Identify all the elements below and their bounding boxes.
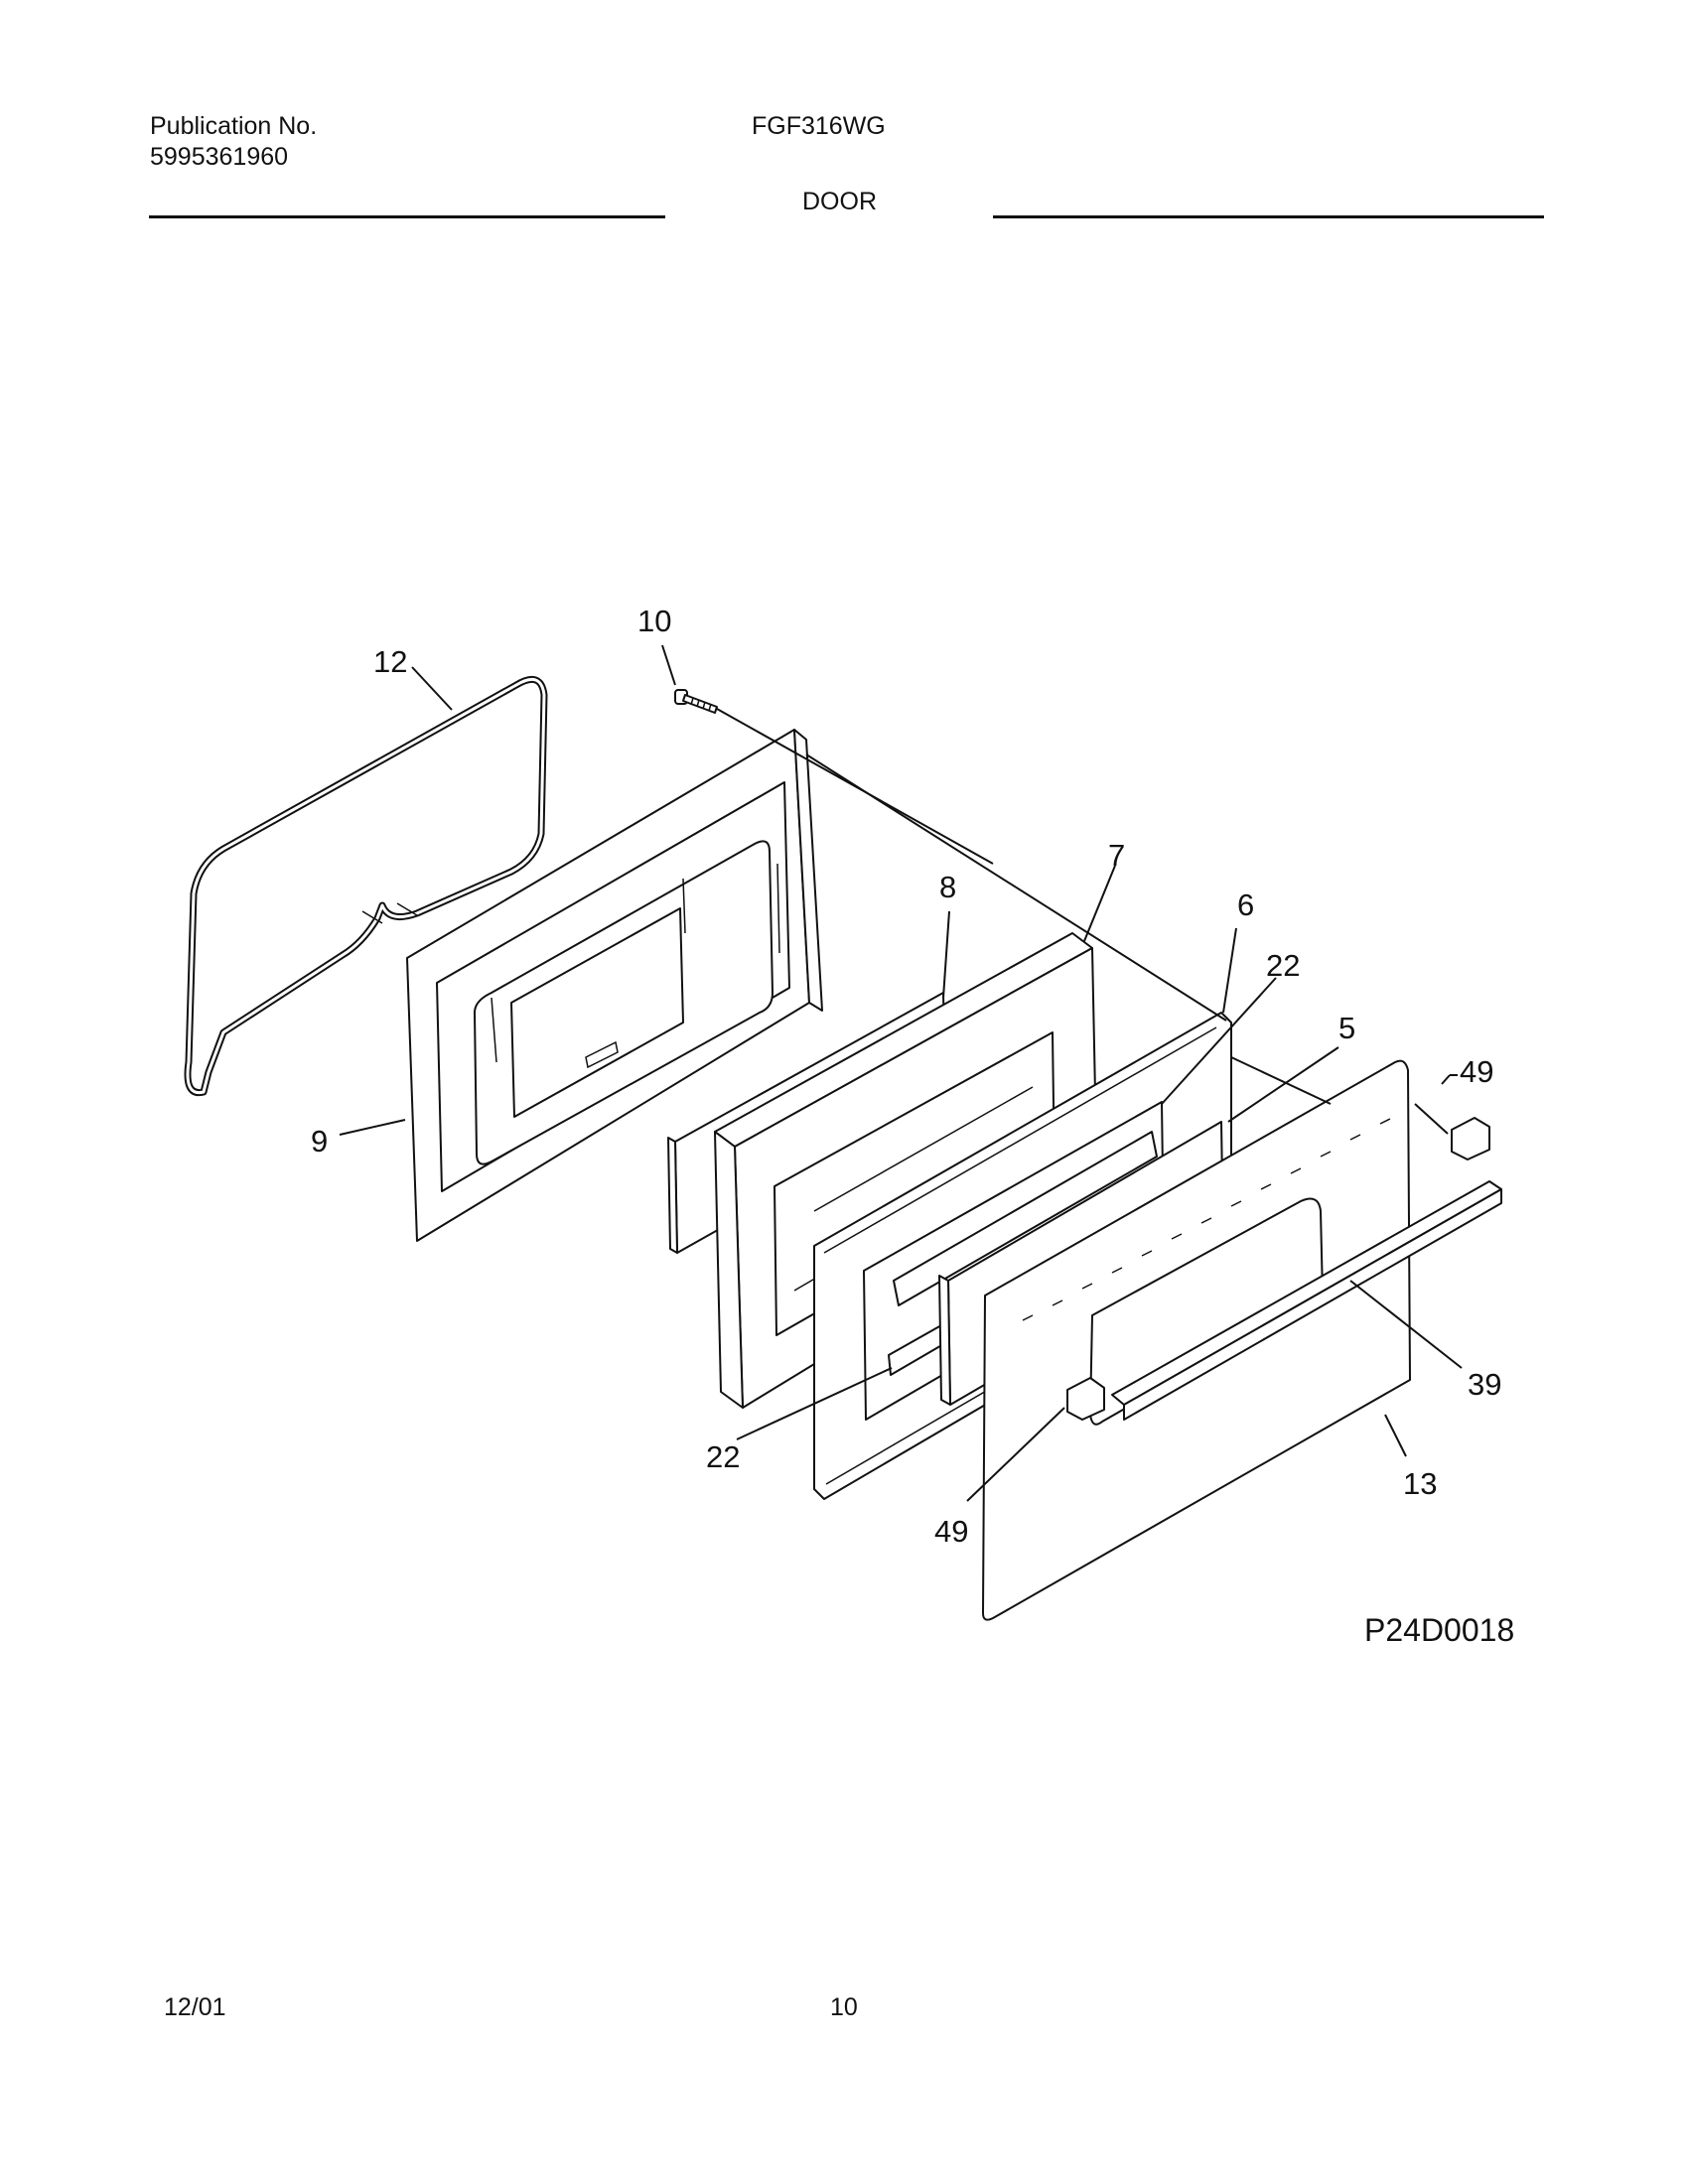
outer-door-panel-part-13 (982, 1059, 1411, 1621)
publication-label: Publication No. (150, 112, 318, 140)
end-cap-part-49 (1066, 1117, 1490, 1421)
handle-part-39 (1111, 1180, 1502, 1421)
publication-number: 5995361960 (150, 143, 289, 171)
section-title: DOOR (802, 188, 877, 215)
callout-7: 7 (1108, 838, 1125, 873)
callout-9: 9 (311, 1124, 328, 1159)
gasket-part-12 (184, 675, 548, 1097)
callout-5: 5 (1338, 1011, 1355, 1045)
callout-49-lower: 49 (934, 1514, 968, 1549)
assembly-lines (716, 708, 1449, 1135)
model-number: FGF316WG (752, 112, 886, 140)
callout-labels: 12 10 9 8 7 6 22 5 49 39 13 49 22 (311, 604, 1501, 1549)
callout-6: 6 (1237, 887, 1254, 922)
page-number: 10 (830, 1993, 858, 2021)
header-rule-right (993, 215, 1544, 218)
callout-22-lower: 22 (706, 1439, 740, 1474)
drawing-code: P24D0018 (1364, 1612, 1515, 1648)
callout-22-upper: 22 (1266, 948, 1300, 983)
callout-8: 8 (939, 870, 956, 904)
callout-13: 13 (1403, 1466, 1437, 1501)
header-rule-left (149, 215, 665, 218)
callout-49-upper: 49 (1460, 1054, 1493, 1089)
callout-12: 12 (373, 644, 407, 679)
callout-10: 10 (637, 604, 671, 638)
inner-door-frame-part-9 (406, 729, 823, 1242)
footer-date: 12/01 (164, 1993, 226, 2021)
screw-part-10 (674, 689, 718, 714)
leader-lines (339, 644, 1463, 1502)
callout-39: 39 (1468, 1367, 1501, 1402)
